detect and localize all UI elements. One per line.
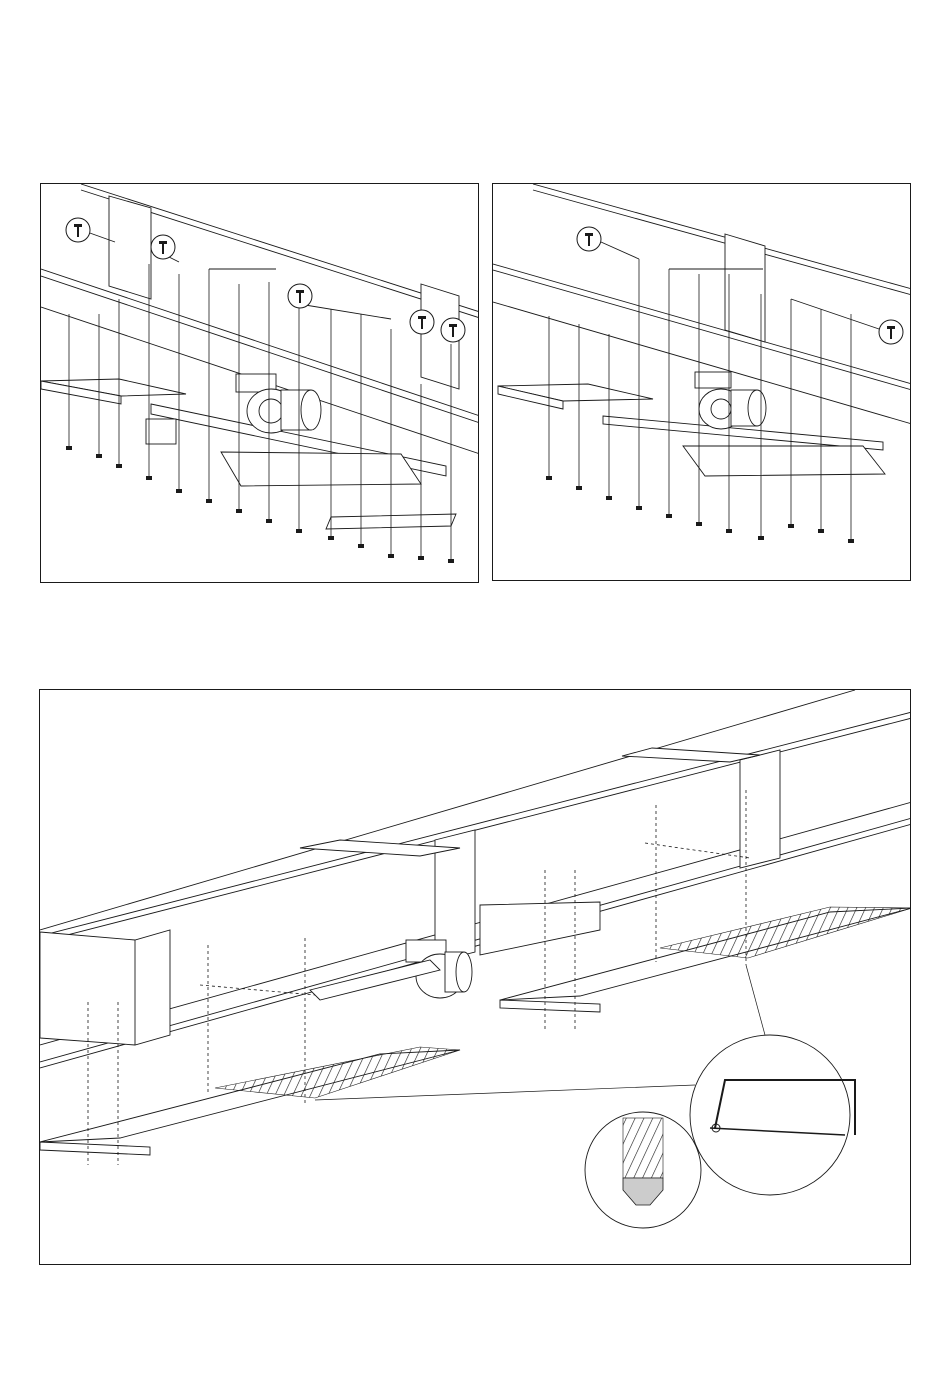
assembly-panel-right [492, 183, 911, 581]
screw-icon [441, 318, 465, 342]
hacksaw-icon [690, 1035, 855, 1195]
screw-icon [410, 310, 434, 334]
exploded-view-left [41, 184, 479, 583]
screw-icon [288, 284, 312, 308]
screw-icon [66, 218, 90, 242]
cut-edge-detail-icon [585, 1112, 701, 1228]
screw-icon [879, 320, 903, 344]
screw-icon [577, 227, 601, 251]
screw-icon [151, 235, 175, 259]
cutting-panel [39, 689, 911, 1265]
assembly-panel-left [40, 183, 479, 583]
exploded-view-right [493, 184, 911, 581]
duct-cutting-view [40, 690, 911, 1265]
